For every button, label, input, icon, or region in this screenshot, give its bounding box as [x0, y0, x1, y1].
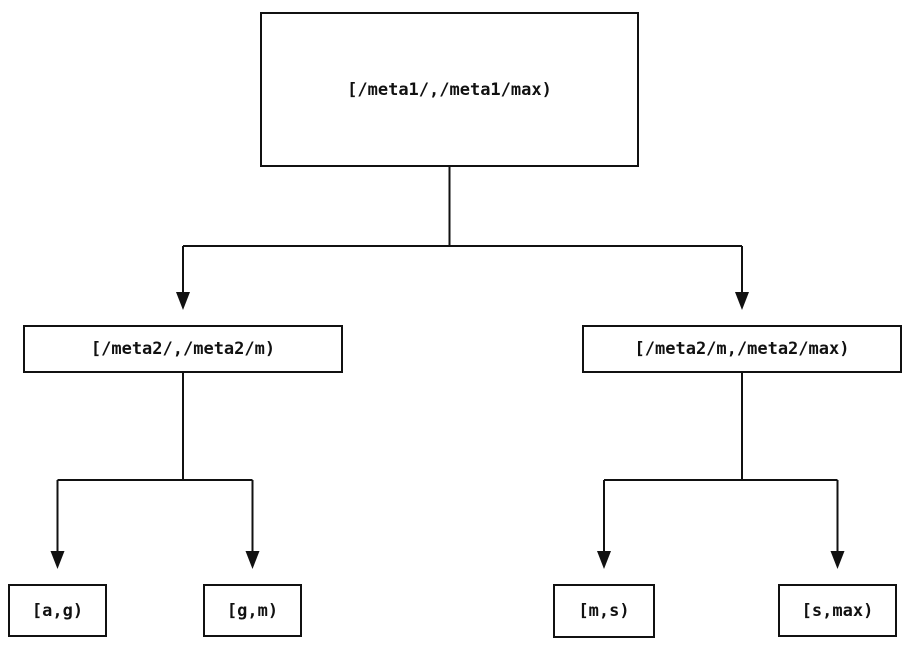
tree-node-left: [/meta2/,/meta2/m) — [23, 325, 343, 373]
arrowhead-down-icon — [735, 292, 749, 310]
tree-node-left-label: [/meta2/,/meta2/m) — [90, 339, 276, 359]
tree-node-leaf-ag: [a,g) — [8, 584, 107, 637]
tree-node-leaf-smax-label: [s,max) — [801, 600, 874, 621]
tree-node-leaf-gm-label: [g,m) — [226, 600, 279, 621]
edge-left-children — [56, 373, 254, 552]
tree-node-leaf-ag-label: [a,g) — [31, 600, 84, 621]
arrowhead-down-icon — [176, 292, 190, 310]
arrowhead-down-icon — [830, 551, 845, 569]
tree-node-root: [/meta1/,/meta1/max) — [260, 12, 639, 167]
edge-root-children — [182, 167, 743, 293]
arrowhead-down-icon — [597, 551, 611, 569]
edge-right-children — [603, 373, 839, 552]
arrowhead-down-icon — [245, 551, 260, 569]
tree-node-leaf-ms: [m,s) — [553, 584, 655, 638]
arrowhead-down-icon — [50, 551, 65, 569]
tree-node-root-label: [/meta1/,/meta1/max) — [347, 79, 552, 100]
tree-node-right: [/meta2/m,/meta2/max) — [582, 325, 902, 373]
tree-node-leaf-smax: [s,max) — [778, 584, 897, 637]
tree-node-leaf-ms-label: [m,s) — [578, 601, 630, 621]
tree-node-right-label: [/meta2/m,/meta2/max) — [634, 339, 850, 359]
tree-node-leaf-gm: [g,m) — [203, 584, 302, 637]
